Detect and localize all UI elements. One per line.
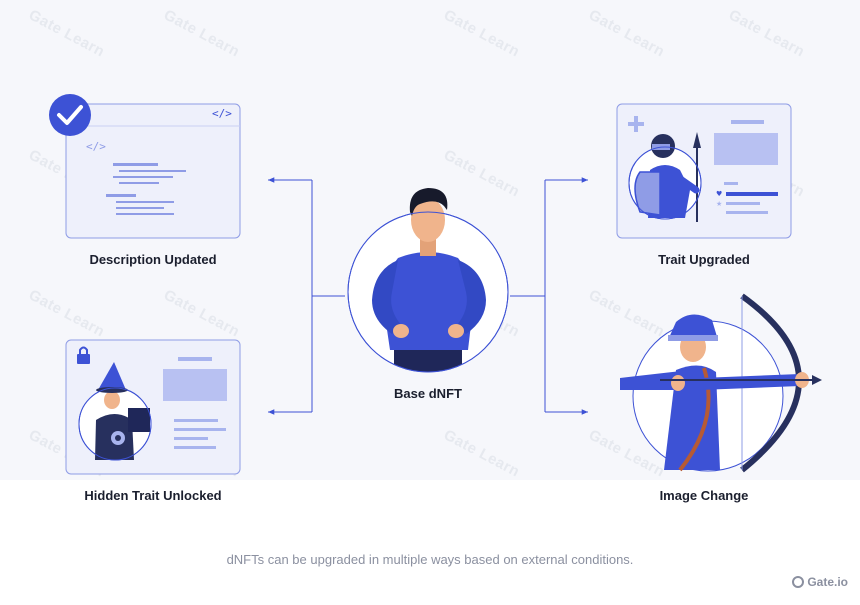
gate-logo-icon xyxy=(792,576,805,588)
image-change-node xyxy=(620,293,822,473)
node-label-description-updated: Description Updated xyxy=(89,252,217,267)
dnft-diagram: ♥ ★ xyxy=(49,94,822,475)
node-label-image-change: Image Change xyxy=(659,488,749,503)
knight-avatar xyxy=(628,132,702,222)
checkmark-icon xyxy=(49,94,91,136)
svg-text:♥: ♥ xyxy=(716,190,722,198)
connector-lines xyxy=(268,177,588,415)
lock-icon xyxy=(77,346,90,364)
node-label-trait-upgraded: Trait Upgraded xyxy=(658,252,750,267)
node-label-hidden-trait-unlocked: Hidden Trait Unlocked xyxy=(84,488,222,503)
wizard-avatar xyxy=(78,362,152,461)
description-updated-card xyxy=(49,94,241,239)
code-tag-header: </> xyxy=(212,107,232,120)
node-label-base-dnft: Base dNFT xyxy=(394,386,462,401)
brand-logo: Gate.io xyxy=(792,575,848,589)
code-tag-body: </> xyxy=(86,140,106,153)
person-illustration xyxy=(347,188,509,373)
base-dnft-node xyxy=(347,188,509,373)
plus-icon xyxy=(628,116,644,132)
svg-text:★: ★ xyxy=(716,200,722,208)
archer-illustration xyxy=(620,293,822,473)
trait-upgraded-card: ♥ ★ xyxy=(616,103,792,239)
brand-name: Gate.io xyxy=(807,575,848,589)
hidden-trait-unlocked-card xyxy=(65,339,241,475)
caption: dNFTs can be upgraded in multiple ways b… xyxy=(226,552,634,567)
